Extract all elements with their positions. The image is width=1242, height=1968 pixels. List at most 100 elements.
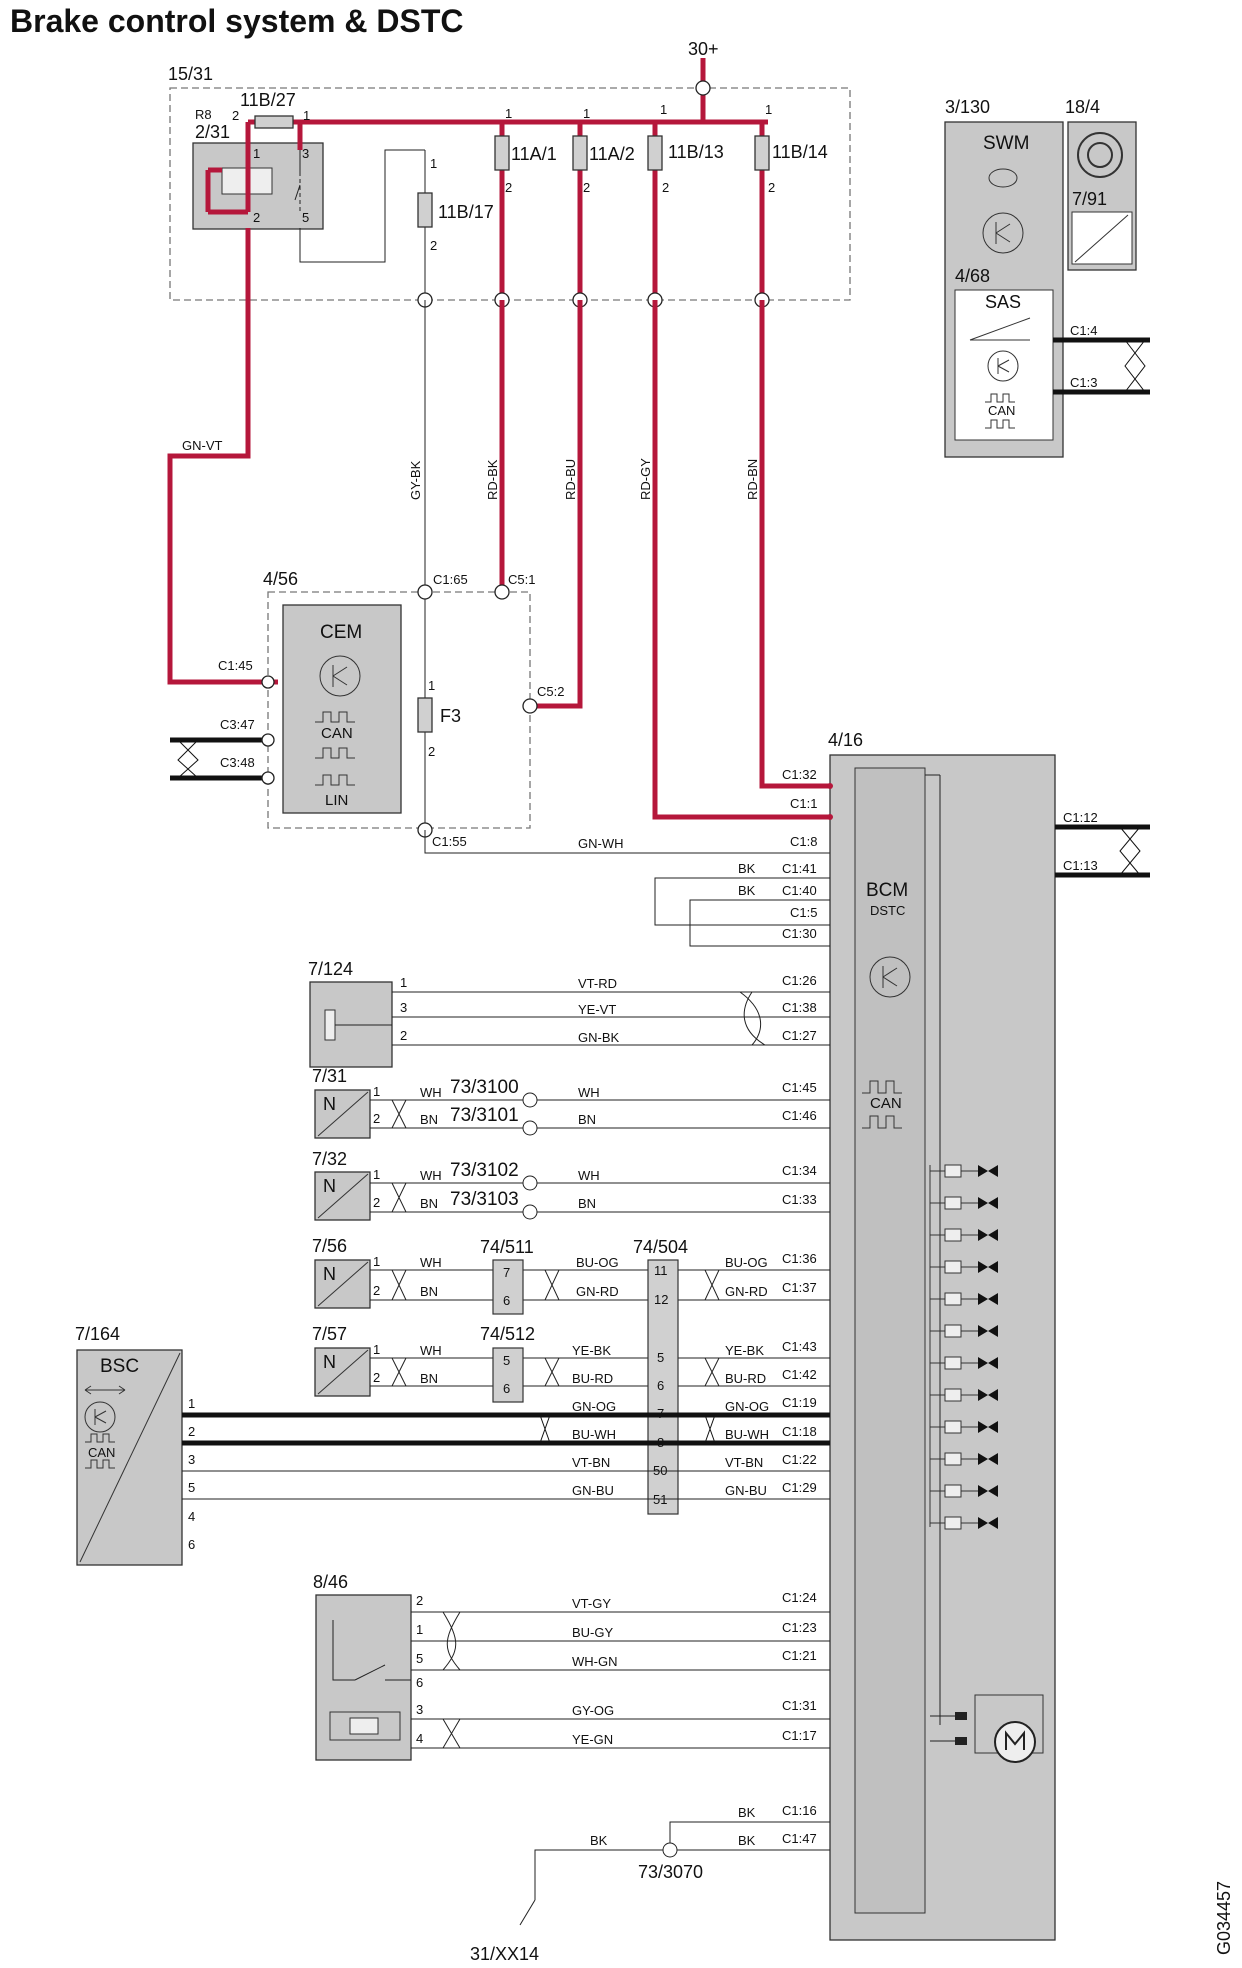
svg-text:8/46: 8/46 [313, 1572, 348, 1592]
valve-icon [930, 1292, 998, 1306]
svg-text:C1:43: C1:43 [782, 1339, 817, 1354]
svg-text:BK: BK [590, 1833, 608, 1848]
svg-text:GN-BU: GN-BU [725, 1483, 767, 1498]
bsc-can-icon [85, 1433, 115, 1443]
svg-text:2: 2 [373, 1283, 380, 1298]
svg-text:C1:29: C1:29 [782, 1480, 817, 1495]
valve-icon [930, 1228, 998, 1242]
svg-text:BK: BK [738, 861, 756, 876]
svg-text:VT-BN: VT-BN [725, 1455, 763, 1470]
fuse-11b-13: 11B/13 1 2 [647, 102, 724, 300]
wire-bk-loop-1 [654, 877, 830, 926]
wire-gn-vt [167, 228, 278, 685]
svg-text:2: 2 [768, 180, 775, 195]
svg-text:11A/1: 11A/1 [511, 144, 557, 164]
svg-text:1: 1 [303, 108, 310, 123]
wire-bk-ground-1 [669, 1821, 830, 1850]
supply-label: 30+ [688, 39, 719, 59]
svg-text:GY-BK: GY-BK [408, 460, 423, 500]
svg-text:C1:45: C1:45 [218, 658, 253, 673]
svg-text:73/3102: 73/3102 [450, 1160, 519, 1181]
svg-text:74/511: 74/511 [480, 1237, 534, 1257]
svg-text:C1:24: C1:24 [782, 1590, 817, 1605]
svg-text:4: 4 [416, 1731, 423, 1746]
bcm-transistor-icon [869, 956, 911, 998]
svg-text:C1:65: C1:65 [433, 572, 468, 587]
wire-bk-loop-2 [689, 899, 830, 947]
svg-text:C1:32: C1:32 [782, 767, 817, 782]
svg-text:SWM: SWM [983, 133, 1029, 154]
bcm-inner [854, 767, 926, 1914]
sas-transistor-icon [987, 350, 1019, 382]
svg-text:C1:23: C1:23 [782, 1620, 817, 1635]
svg-text:1: 1 [765, 102, 772, 117]
valve-icon [930, 1484, 998, 1498]
brake-switch-pins: 2 1 5 6 3 4 [416, 1593, 423, 1746]
svg-text:73/3103: 73/3103 [450, 1189, 519, 1210]
fuse-11b-17 [417, 192, 433, 228]
svg-text:BCM: BCM [866, 880, 908, 901]
connector-74-511 [492, 1259, 524, 1315]
svg-text:C1:34: C1:34 [782, 1163, 817, 1178]
svg-text:1: 1 [660, 102, 667, 117]
cem-module [282, 604, 402, 814]
swm-wheel-icon [988, 168, 1018, 188]
bsc-transistor-icon [84, 1401, 116, 1433]
svg-text:6: 6 [503, 1293, 510, 1308]
svg-text:C1:55: C1:55 [432, 834, 467, 849]
svg-text:1: 1 [428, 678, 435, 693]
bcm-valves [929, 1164, 998, 1530]
svg-text:C5:2: C5:2 [537, 684, 564, 699]
valve-icon [930, 1324, 998, 1338]
svg-text:1: 1 [373, 1254, 380, 1269]
svg-text:RD-BN: RD-BN [745, 459, 760, 500]
svg-text:CAN: CAN [321, 725, 353, 742]
svg-text:2: 2 [430, 238, 437, 253]
cem-can-icon [315, 711, 355, 723]
svg-text:C1:30: C1:30 [782, 926, 817, 941]
svg-text:12: 12 [654, 1292, 668, 1307]
wire-bk-ground-2 [534, 1849, 830, 1900]
svg-text:N: N [323, 1352, 336, 1372]
svg-text:18/4: 18/4 [1065, 97, 1100, 117]
svg-text:5: 5 [657, 1350, 664, 1365]
svg-text:VT-GY: VT-GY [572, 1596, 611, 1611]
connector-74-504 [647, 1259, 679, 1515]
horn-icon [1077, 132, 1123, 178]
svg-text:1: 1 [400, 975, 407, 990]
svg-text:C1:13: C1:13 [1063, 858, 1098, 873]
fuse-11b-14: 11B/14 1 2 [754, 102, 828, 300]
svg-text:1: 1 [188, 1396, 195, 1411]
svg-text:C1:19: C1:19 [782, 1395, 817, 1410]
svg-text:7/91: 7/91 [1072, 189, 1107, 209]
svg-text:7: 7 [503, 1265, 510, 1280]
svg-text:2: 2 [232, 108, 239, 123]
svg-text:GN-WH: GN-WH [578, 836, 624, 851]
svg-text:GN-OG: GN-OG [725, 1399, 769, 1414]
svg-text:6: 6 [416, 1675, 423, 1690]
svg-text:DSTC: DSTC [870, 903, 905, 918]
svg-text:11B/13: 11B/13 [668, 142, 724, 162]
svg-text:7/32: 7/32 [312, 1149, 347, 1169]
valve-icon [930, 1388, 998, 1402]
svg-text:N: N [323, 1264, 336, 1284]
relay-id: 2/31 [195, 122, 230, 142]
svg-text:RD-BK: RD-BK [485, 459, 500, 500]
svg-text:3: 3 [188, 1452, 195, 1467]
svg-text:1: 1 [505, 106, 512, 121]
fuse-11a-1: 11A/1 1 2 [494, 106, 557, 300]
svg-text:VT-RD: VT-RD [578, 976, 617, 991]
svg-text:C1:16: C1:16 [782, 1803, 817, 1818]
svg-text:C1:4: C1:4 [1070, 323, 1097, 338]
svg-text:C1:47: C1:47 [782, 1831, 817, 1846]
wire-rd-bu [532, 300, 583, 709]
svg-text:4/56: 4/56 [263, 569, 298, 589]
svg-text:2: 2 [583, 180, 590, 195]
valve-icon [930, 1420, 998, 1434]
svg-text:11B/14: 11B/14 [772, 142, 828, 162]
sas-can-icon [985, 393, 1015, 403]
brake-switch-wire-labels: VT-GY BU-GY WH-GN GY-OG YE-GN C1:24 C1:2… [572, 1590, 817, 1747]
svg-text:GN-BK: GN-BK [578, 1030, 620, 1045]
svg-text:3/130: 3/130 [945, 97, 990, 117]
